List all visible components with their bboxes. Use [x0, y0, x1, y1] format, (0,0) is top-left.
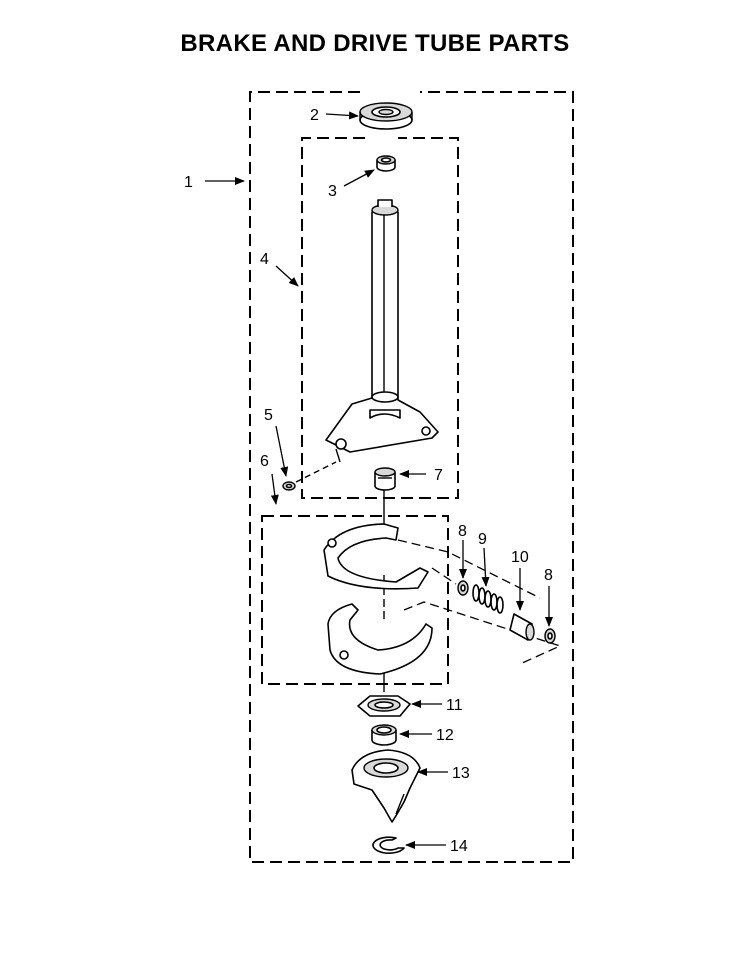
pin-part: [509, 613, 535, 641]
lower-brake-shoe: [327, 603, 433, 675]
upper-brake-shoe: [323, 523, 429, 590]
drive-block-part: [351, 749, 421, 823]
spring-guide-lower: [403, 601, 562, 665]
callout-label-1: 1: [184, 174, 193, 191]
washer-right-part: [544, 628, 556, 644]
drive-tube-part: [325, 199, 439, 463]
brake-assembly-outline: [261, 515, 449, 685]
spring-guide-link: [431, 567, 457, 585]
spring-part: [472, 584, 504, 614]
callout-label-5: 5: [264, 407, 273, 424]
seal-ring-part: [376, 155, 396, 172]
callout-arrow-5: [275, 425, 289, 477]
page-title: BRAKE AND DRIVE TUBE PARTS: [180, 30, 570, 57]
callout-label-12: 12: [436, 727, 454, 744]
callout-label-11: 11: [446, 697, 463, 714]
callout-label-3: 3: [328, 183, 337, 200]
callout-label-8b: 8: [544, 567, 553, 584]
callout-label-7: 7: [434, 467, 443, 484]
nut-part: [282, 481, 296, 491]
mounting-plate-part: [357, 695, 411, 717]
callout-label-10: 10: [511, 549, 529, 566]
washer-left-part: [457, 580, 469, 596]
callout-label-6: 6: [260, 453, 269, 470]
callout-arrow-6: [270, 473, 279, 505]
callout-arrow-4: [275, 265, 299, 287]
callout-label-13: 13: [452, 765, 470, 782]
callout-label-8a: 8: [458, 523, 467, 540]
retaining-ring-part: [372, 836, 405, 854]
bushing-part: [374, 467, 396, 491]
callout-label-4: 4: [260, 251, 269, 268]
clutch-collar-part: [371, 724, 397, 746]
callout-arrow-3: [343, 169, 375, 187]
assembly-outline: [249, 91, 574, 863]
spring-guide-upper: [397, 539, 541, 599]
bearing-part: [359, 102, 413, 130]
nut-leader-line: [295, 461, 337, 483]
callout-label-9: 9: [478, 531, 487, 548]
callout-arrow-2: [325, 111, 359, 120]
callout-label-2: 2: [310, 107, 319, 124]
callout-label-14: 14: [450, 838, 468, 855]
callout-arrow-9: [481, 547, 490, 587]
